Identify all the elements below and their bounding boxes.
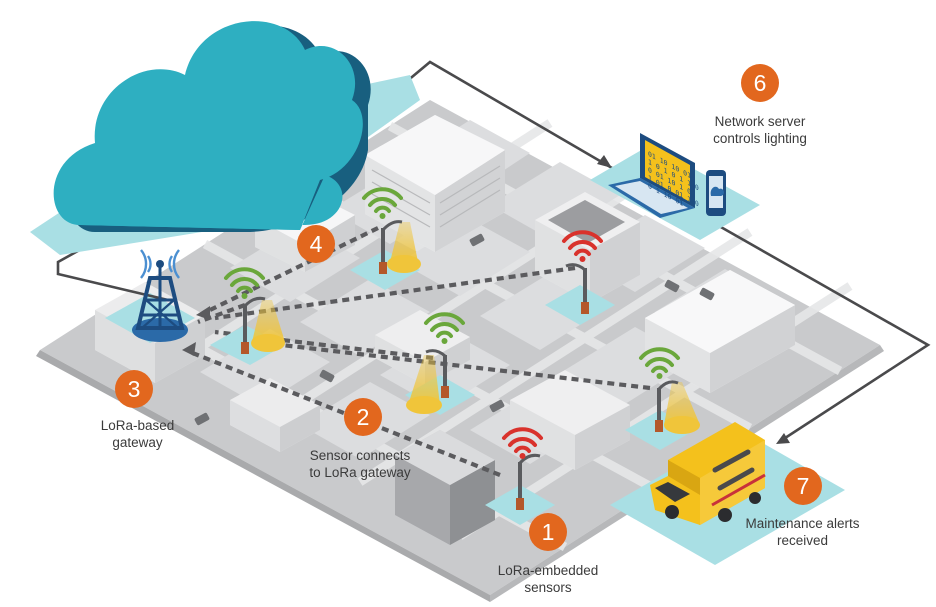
laptop-station: 01 10 10 01 1 0 1 0 1 1 0 0 01 10 1 0 1 … [590, 133, 760, 240]
step-caption-6-line1: Network server [714, 114, 806, 129]
cars [194, 233, 715, 426]
sensor-link-arrowheads [182, 306, 210, 356]
step-badge-4: 4 [297, 225, 335, 263]
step-badge-2: 2 [344, 398, 382, 436]
step-caption-1-line1: LoRa-embedded [497, 563, 599, 578]
cloud-icon [30, 21, 420, 255]
step-badge-1: 1 [529, 513, 567, 551]
street-light-4 [350, 220, 421, 290]
gateway-tower-icon [132, 249, 188, 342]
step-caption-1-line2: sensors [524, 580, 572, 595]
street-light-left [210, 296, 285, 365]
step-caption-3-line1: LoRa-based [100, 418, 175, 433]
step-caption-3-line2: gateway [112, 435, 163, 450]
step-caption-1: LoRa-embedded sensors [482, 562, 614, 596]
step-caption-2-line2: to LoRa gateway [309, 465, 411, 480]
step-caption-6: Network server controls lighting [690, 113, 830, 147]
step-caption-7-line1: Maintenance alerts [745, 516, 860, 531]
step-caption-2: Sensor connects to LoRa gateway [295, 447, 425, 481]
step-caption-6-line2: controls lighting [713, 131, 807, 146]
maintenance-station [610, 422, 845, 565]
step-caption-3: LoRa-based gateway [80, 417, 195, 451]
street-light-right [625, 380, 700, 450]
step-caption-7: Maintenance alerts received [735, 515, 870, 549]
step-badge-7: 7 [784, 467, 822, 505]
step-caption-2-line1: Sensor connects [309, 448, 411, 463]
link-laptop-to-van [704, 216, 931, 442]
laptop-icon: 01 10 10 01 1 0 1 0 1 1 0 0 01 10 1 0 1 … [608, 133, 699, 218]
street-light-center [405, 349, 475, 415]
step-badge-3: 3 [115, 370, 153, 408]
building-office-tall [365, 115, 505, 252]
street-light-right-red [545, 263, 615, 325]
building-bottom-center [510, 370, 630, 470]
wifi-signal-icon [224, 187, 680, 459]
step-badge-6: 6 [741, 64, 779, 102]
maintenance-van-icon [650, 422, 766, 525]
phone-icon [706, 170, 726, 216]
step-caption-7-line2: received [776, 533, 829, 548]
building-right-top [535, 192, 640, 303]
